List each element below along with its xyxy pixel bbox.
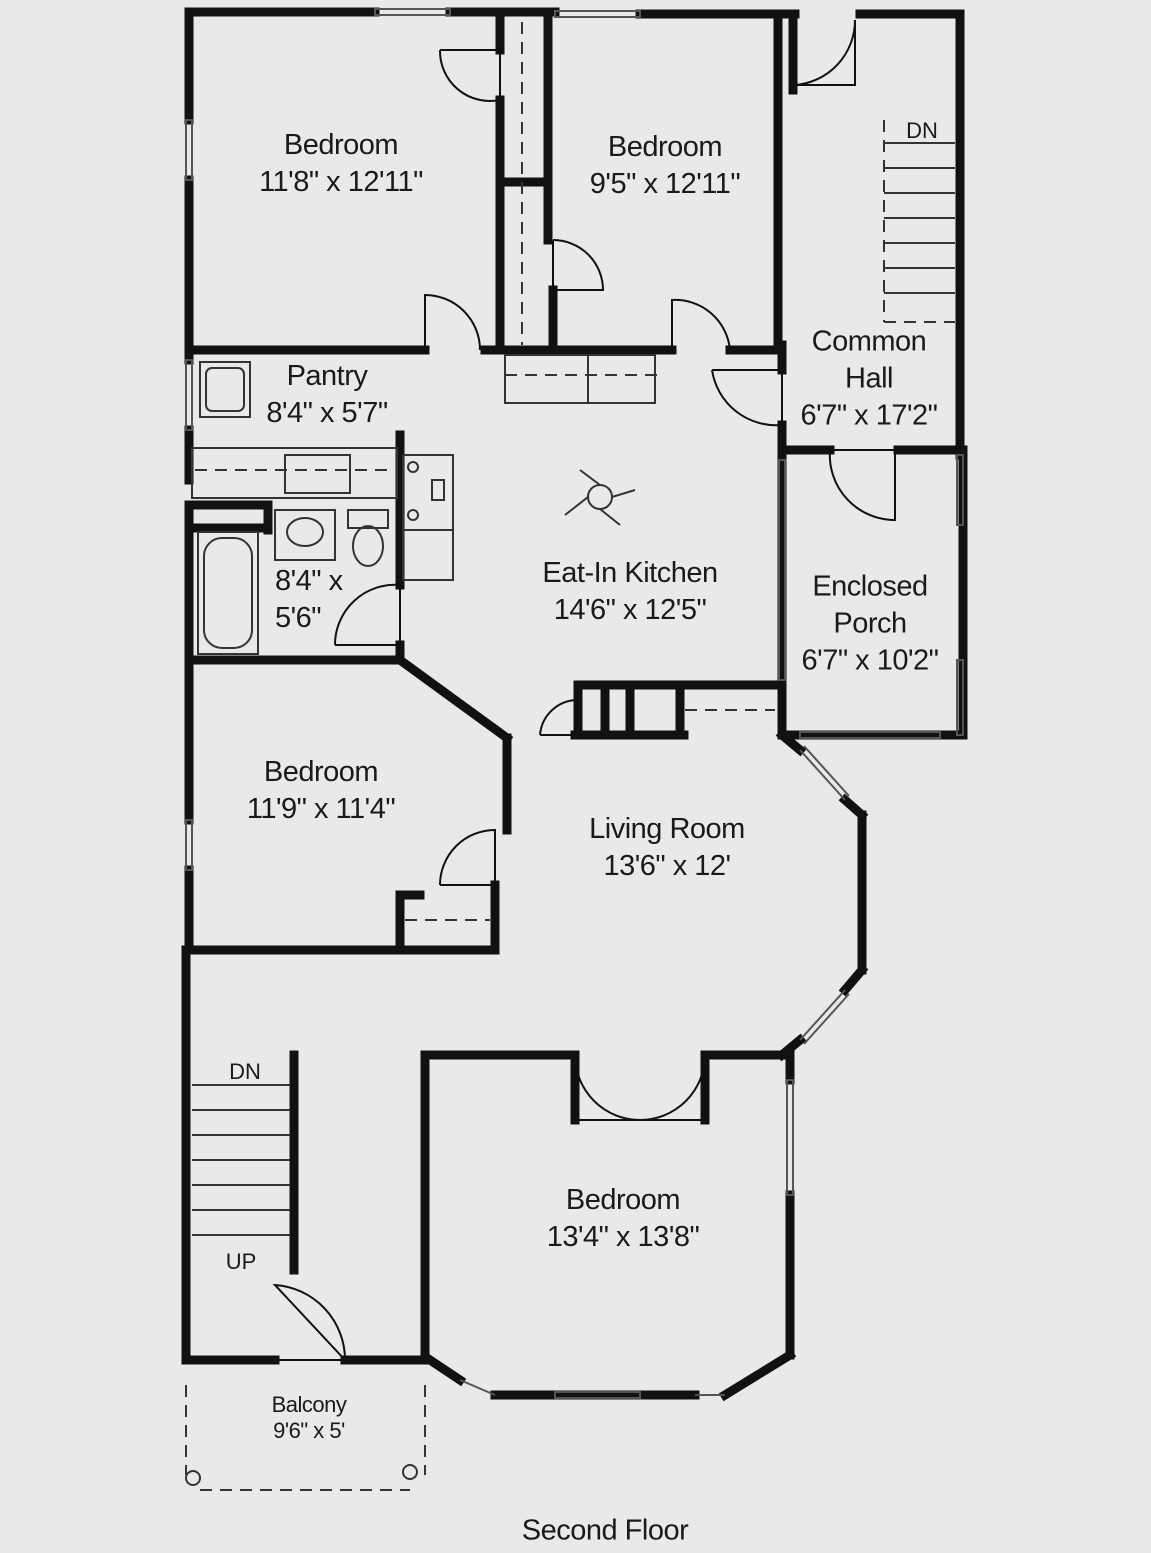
room-size: 6'7" x 17'2" (800, 399, 938, 432)
room-size: 9'5" x 12'11" (589, 168, 741, 200)
room-size: 13'4" x 13'8" (546, 1221, 700, 1253)
rear-stair-up-label: UP (225, 1249, 257, 1274)
room-name: Pantry (286, 360, 368, 392)
room-bath: 8'4" x 5'6" (275, 563, 343, 637)
room-size-line2: 5'6" (275, 602, 322, 634)
room-name: Bedroom (565, 1184, 681, 1216)
room-living: Living Room 13'6" x 12' (589, 811, 745, 885)
hall-stair-down-label: DN (906, 118, 938, 143)
room-enclosed-porch: Enclosed Porch 6'7" x 10'2" (802, 569, 939, 680)
room-name: Balcony (271, 1392, 347, 1417)
rear-stair-down-label: DN (229, 1059, 261, 1084)
room-name-line2: Hall (845, 362, 893, 395)
room-name: Enclosed (812, 570, 928, 603)
floor-title: Second Floor (521, 1514, 689, 1547)
room-size: 13'6" x 12' (603, 850, 731, 882)
room-name: Common (811, 325, 927, 358)
room-bedroom-nw: Bedroom 11'8" x 12'11" (259, 127, 423, 201)
room-size: 6'7" x 10'2" (801, 644, 939, 677)
dashed-lines (185, 22, 955, 1491)
room-kitchen: Eat-In Kitchen 14'6" x 12'5" (542, 555, 718, 629)
room-name: Bedroom (283, 129, 399, 161)
room-size-line1: 8'4" x (275, 565, 343, 597)
room-name-line2: Porch (833, 607, 907, 640)
fixtures (185, 142, 955, 1486)
room-common-hall: Common Hall 6'7" x 17'2" (801, 324, 938, 435)
room-balcony: Balcony 9'6" x 5' (272, 1392, 347, 1444)
room-pantry: Pantry 8'4" x 5'7" (266, 358, 388, 432)
room-size: 14'6" x 12'5" (553, 594, 707, 626)
room-bedroom-s: Bedroom 13'4" x 13'8" (547, 1182, 700, 1256)
room-size: 8'4" x 5'7" (266, 397, 388, 429)
room-name: Living Room (589, 813, 745, 845)
room-bedroom-n: Bedroom 9'5" x 12'11" (589, 129, 741, 203)
room-name: Bedroom (263, 756, 379, 788)
room-name: Bedroom (607, 131, 723, 163)
room-size: 9'6" x 5' (273, 1418, 345, 1443)
windows (185, 8, 964, 1399)
room-name: Eat-In Kitchen (542, 557, 718, 589)
doors (272, 19, 896, 1361)
room-size: 11'8" x 12'11" (259, 166, 423, 198)
room-size: 11'9" x 11'4" (246, 793, 396, 825)
room-bedroom-w: Bedroom 11'9" x 11'4" (246, 754, 396, 828)
